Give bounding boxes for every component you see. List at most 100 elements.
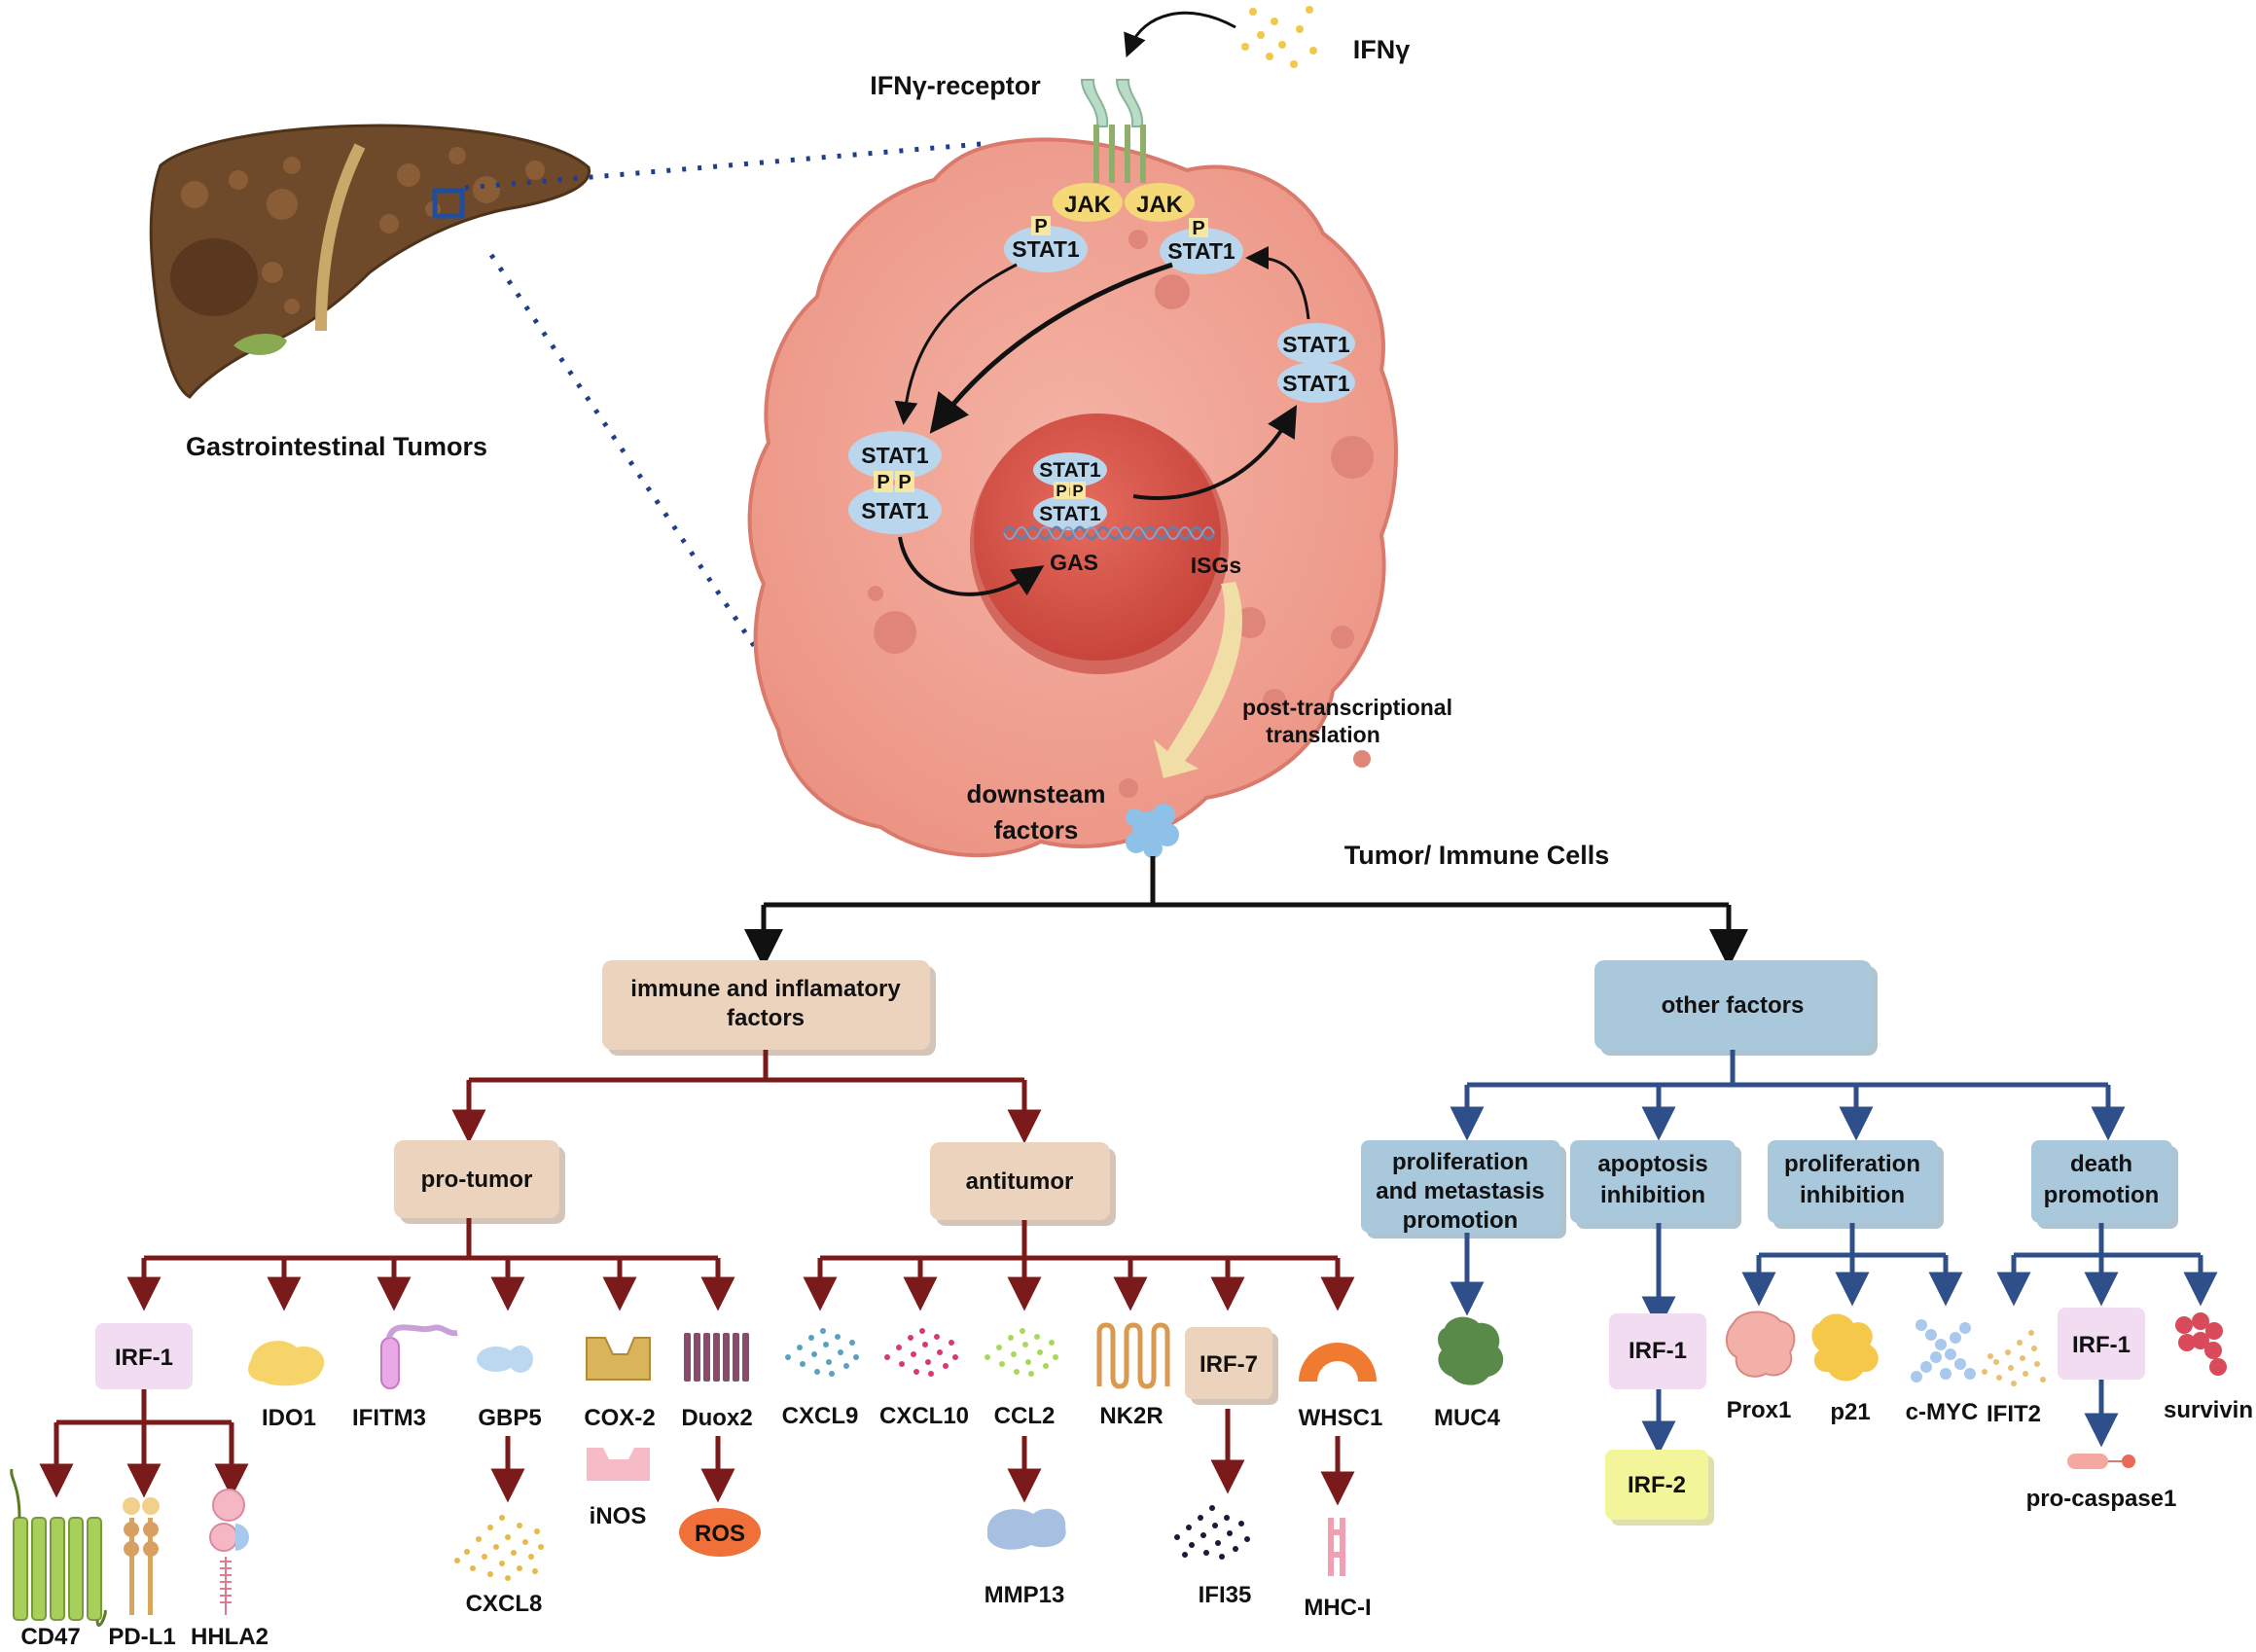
svg-text:proliferation: proliferation (1392, 1149, 1528, 1175)
mhc1-label: MHC-I (1304, 1595, 1371, 1621)
stat1-dimer-nuclear: P P STAT1 STAT1 (1033, 452, 1107, 530)
stat1-left: P STAT1 (1004, 216, 1088, 272)
antitumor-lines (803, 1220, 1355, 1506)
stat1-right: P STAT1 (1160, 218, 1243, 274)
mmp13-icon (987, 1508, 1066, 1550)
ifi35-icon (1174, 1505, 1250, 1560)
ido1-label: IDO1 (262, 1405, 316, 1431)
ccl2-icon (985, 1328, 1058, 1377)
death-promotion-box (2031, 1140, 2172, 1223)
ifitm3-label: IFITM3 (352, 1405, 426, 1431)
apoptosis-inhibition-box (1570, 1140, 1736, 1223)
pro-tumor-box (394, 1140, 559, 1218)
irf1-apoptosis-box (1609, 1313, 1706, 1389)
survivin-icon (2175, 1312, 2227, 1376)
svg-text:translation: translation (1266, 722, 1380, 747)
duox2-label: Duox2 (681, 1405, 752, 1431)
svg-text:P: P (877, 472, 889, 493)
irf7-box (1185, 1327, 1272, 1399)
tree-root (744, 856, 1748, 968)
cox2-label: COX-2 (584, 1405, 655, 1431)
svg-text:STAT1: STAT1 (1282, 332, 1350, 357)
ifng-molecules (1241, 6, 1317, 68)
svg-text:STAT1: STAT1 (1039, 503, 1101, 525)
svg-text:P: P (898, 472, 911, 493)
svg-text:promotion: promotion (2044, 1182, 2160, 1208)
arrow-stat1-right-to-dimer (929, 262, 1173, 434)
translation-arrow (1154, 582, 1242, 778)
svg-text:death: death (2070, 1151, 2132, 1177)
ifng-binding-arrow (1124, 11, 1236, 58)
cxcl8-label: CXCL8 (466, 1591, 543, 1617)
procaspase1-label: pro-caspase1 (2026, 1486, 2177, 1512)
survivin-label: survivin (2164, 1397, 2253, 1423)
proliferation-inhibition-box (1768, 1140, 1938, 1223)
whsc1-label: WHSC1 (1299, 1405, 1383, 1431)
ifng-receptor-icon (1080, 79, 1146, 183)
procaspase1-icon (2067, 1454, 2135, 1469)
svg-text:IRF-1: IRF-1 (2072, 1332, 2131, 1358)
svg-text:proliferation: proliferation (1784, 1151, 1920, 1177)
svg-text:STAT1: STAT1 (1282, 371, 1350, 396)
svg-text:P: P (1072, 482, 1083, 500)
liver-zoom-box (432, 188, 465, 219)
svg-text:STAT1: STAT1 (861, 443, 929, 468)
cxcl10-label: CXCL10 (879, 1403, 969, 1429)
isgs-label: ISGs (1191, 553, 1241, 578)
svg-text:JAK: JAK (1136, 192, 1184, 218)
svg-text:JAK: JAK (1064, 192, 1112, 218)
ccl2-label: CCL2 (994, 1403, 1056, 1429)
other-factors-box (1594, 960, 1872, 1050)
duox2-icon (684, 1333, 749, 1382)
hhla2-label: HHLA2 (191, 1624, 269, 1647)
other-sub-lines (1450, 1223, 2218, 1455)
pdl1-label: PD-L1 (108, 1624, 175, 1647)
arrow-export (1132, 405, 1298, 500)
svg-text:STAT1: STAT1 (1167, 238, 1235, 264)
svg-text:and metastasis: and metastasis (1376, 1178, 1544, 1204)
ros-oval (679, 1508, 761, 1557)
svg-text:IRF-1: IRF-1 (1629, 1338, 1687, 1364)
svg-text:downsteam: downsteam (966, 779, 1105, 808)
jak-right (1125, 183, 1195, 222)
inos-icon (587, 1448, 650, 1481)
pdl1-icon (123, 1497, 160, 1615)
ifit2-label: IFIT2 (1987, 1401, 2041, 1427)
svg-text:immune and inflamatory: immune and inflamatory (630, 976, 901, 1002)
stat1-dimer-phospho: P P STAT1 STAT1 (848, 431, 942, 534)
svg-text:P: P (1034, 216, 1047, 237)
inos-label: iNOS (590, 1503, 647, 1529)
downstream-factor-icon (1126, 804, 1179, 858)
antitumor-box (930, 1142, 1110, 1220)
ros-label: ROS (695, 1521, 745, 1547)
p21-icon (1811, 1313, 1879, 1382)
arrow-import (898, 536, 1045, 596)
nk2r-icon (1096, 1322, 1170, 1389)
svg-text:inhibition: inhibition (1600, 1182, 1705, 1208)
muc4-label: MUC4 (1434, 1405, 1501, 1431)
cxcl8-icon (454, 1515, 544, 1581)
hhla2-icon (209, 1489, 249, 1615)
prox1-label: Prox1 (1727, 1397, 1792, 1423)
ido1-icon (248, 1341, 325, 1386)
cd47-label: CD47 (20, 1624, 80, 1647)
svg-text:STAT1: STAT1 (1039, 459, 1101, 482)
svg-text:antitumor: antitumor (966, 1168, 1074, 1195)
svg-text:STAT1: STAT1 (1012, 236, 1080, 262)
receptor-label: IFNγ-receptor (870, 71, 1041, 100)
jak-left (1053, 183, 1123, 222)
svg-text:P: P (1056, 482, 1066, 500)
svg-text:pro-tumor: pro-tumor (421, 1167, 533, 1193)
svg-text:inhibition: inhibition (1800, 1182, 1905, 1208)
svg-text:IRF-1: IRF-1 (115, 1345, 173, 1371)
gbp5-label: GBP5 (478, 1405, 541, 1431)
whsc1-icon (1299, 1343, 1377, 1382)
cxcl9-label: CXCL9 (782, 1403, 859, 1429)
svg-text:factors: factors (994, 815, 1079, 844)
cmyc-label: c-MYC (1906, 1399, 1979, 1425)
cd47-icon (10, 1468, 107, 1627)
svg-text:factors: factors (727, 1005, 805, 1031)
mmp13-label: MMP13 (985, 1582, 1065, 1608)
